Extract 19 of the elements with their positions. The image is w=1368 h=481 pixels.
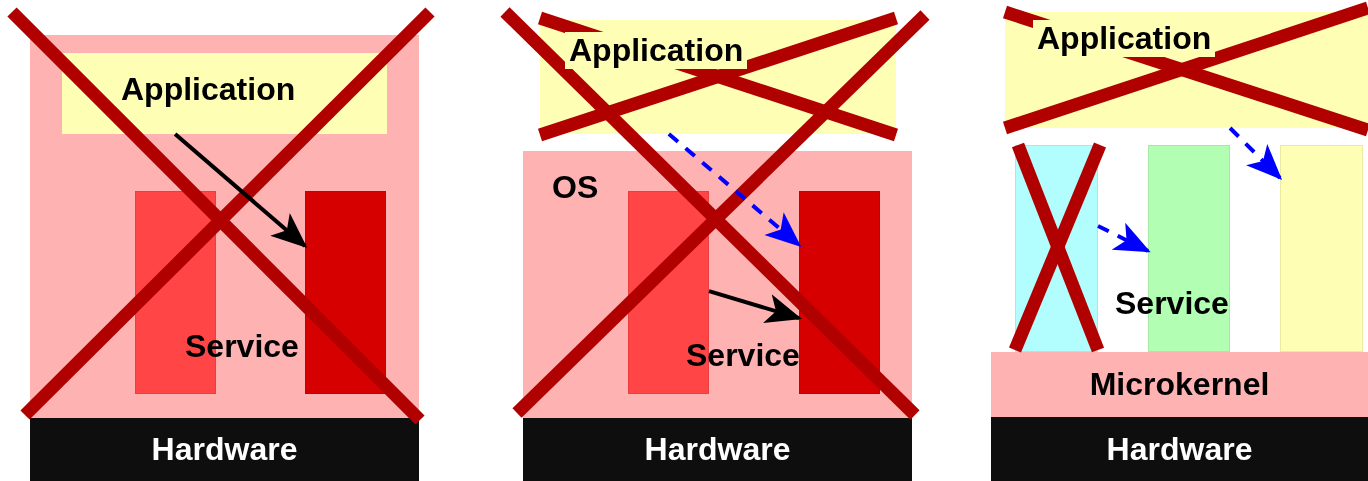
arrow: [173, 132, 308, 248]
arrow: [1097, 222, 1151, 253]
arrow: [1228, 126, 1283, 181]
service-label: Service: [185, 328, 299, 365]
microkernel-layer: [991, 352, 1368, 417]
arrow: [708, 289, 802, 323]
layer-box: [30, 35, 419, 418]
arrow: [667, 132, 802, 247]
service-bar: [305, 191, 386, 394]
service-bar: [799, 191, 880, 394]
service-bar: [1280, 145, 1363, 352]
service-label: Service: [686, 337, 800, 374]
hardware-layer: [991, 417, 1368, 481]
os-layer: [523, 151, 912, 418]
layer-label: Application: [565, 32, 748, 69]
hardware-layer: [30, 418, 419, 481]
service-label: Service: [1115, 285, 1229, 322]
hardware-layer: [523, 418, 912, 481]
layer-label: Application: [1033, 20, 1216, 57]
